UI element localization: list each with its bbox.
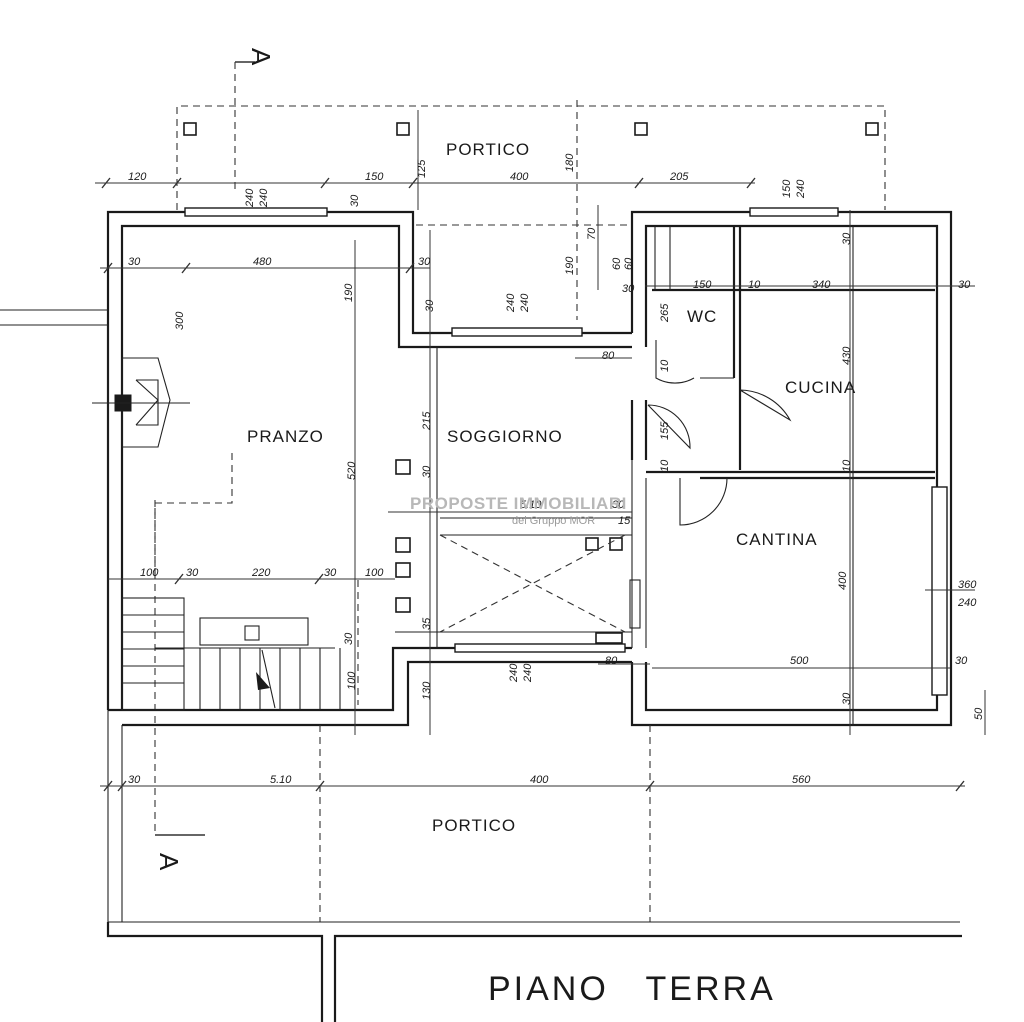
room-wc: WC	[687, 307, 717, 326]
room-soggiorno: SOGGIORNO	[447, 427, 563, 446]
soggiorno-pillars	[395, 459, 623, 644]
dim-100b: 100	[365, 567, 384, 579]
dim-180: 180	[564, 153, 576, 172]
room-cucina: CUCINA	[785, 378, 856, 397]
doors	[647, 340, 792, 526]
room-portico-bottom: PORTICO	[432, 816, 516, 835]
dim-190b: 190	[564, 256, 576, 275]
dim-bottom-560: 560	[792, 774, 811, 786]
dim-500: 500	[790, 655, 809, 667]
dim-510-soggiorno: 5.10	[520, 499, 542, 511]
dim-30-left: 30	[128, 256, 141, 268]
dim-30-cucina: 30	[841, 232, 853, 245]
dim-30h: 30	[324, 567, 337, 579]
dim-240c: 240	[795, 179, 807, 199]
dim-240h: 240	[522, 663, 534, 683]
dim-bottom-30: 30	[128, 774, 141, 786]
dim-125: 125	[416, 159, 428, 178]
dim-30-mid: 30	[418, 256, 431, 268]
room-pranzo: PRANZO	[247, 427, 324, 446]
dim-30m2: 30	[841, 692, 853, 705]
section-line-a	[154, 61, 255, 836]
dim-240e: 240	[519, 293, 531, 313]
dim-10c: 10	[659, 459, 671, 472]
dim-240d: 240	[505, 293, 517, 313]
soggiorno-void	[395, 347, 641, 648]
dim-60: 60	[611, 257, 623, 270]
dim-240b: 240	[258, 188, 270, 208]
dim-130: 130	[421, 681, 433, 700]
dimension-labels: 120 150 400 205 180 125 240 240 30 150 2…	[128, 153, 985, 786]
dim-360: 360	[958, 579, 977, 591]
room-cantina: CANTINA	[736, 530, 818, 549]
dim-10b: 10	[659, 359, 671, 372]
dimension-lines	[95, 110, 986, 792]
dim-80b: 80	[605, 655, 618, 667]
dim-15: 15	[618, 515, 631, 527]
dim-bottom-510: 5.10	[270, 774, 292, 786]
dim-480: 480	[253, 256, 272, 268]
dim-30a: 30	[349, 194, 361, 207]
dim-30j: 30	[343, 632, 355, 645]
dim-190a: 190	[343, 283, 355, 302]
dim-10: 10	[748, 279, 761, 291]
section-mark-top: A	[246, 48, 276, 66]
dim-35: 35	[421, 617, 433, 630]
dim-100a: 100	[140, 567, 159, 579]
fireplace	[92, 357, 190, 448]
dim-150b: 150	[781, 179, 793, 198]
dim-240f: 240	[957, 597, 977, 609]
dim-220: 220	[251, 567, 271, 579]
dim-30-small: 30	[622, 283, 635, 295]
dim-240g: 240	[508, 663, 520, 683]
dim-520: 520	[346, 461, 358, 480]
dim-30-right: 30	[958, 279, 971, 291]
bottom-portico	[106, 725, 962, 1022]
watermark-subtitle: del Gruppo MOR	[512, 515, 595, 527]
dim-155: 155	[659, 421, 671, 440]
dim-30e: 30	[421, 465, 433, 478]
dim-400: 400	[510, 171, 529, 183]
dim-400-cantina: 400	[837, 571, 849, 590]
dim-30f: 30	[612, 499, 625, 511]
dim-30g: 30	[186, 567, 199, 579]
dim-240a: 240	[244, 188, 256, 208]
stairs	[121, 597, 341, 711]
dim-150-wc: 150	[693, 279, 712, 291]
dim-30-k: 30	[424, 299, 436, 312]
top-portico-outline	[176, 100, 886, 320]
dim-215: 215	[421, 411, 433, 431]
exterior-walls	[0, 207, 953, 922]
dim-70: 70	[586, 227, 598, 240]
dim-430: 430	[841, 346, 853, 365]
room-portico-top: PORTICO	[446, 140, 530, 159]
plan-title: PIANO TERRA	[488, 970, 776, 1008]
dim-205: 205	[669, 171, 689, 183]
dim-80: 80	[602, 350, 615, 362]
dim-150: 150	[365, 171, 384, 183]
dim-100c: 100	[346, 671, 358, 690]
watermark-brand: PROPOSTE IMMOBILIARI	[410, 494, 627, 513]
dim-120: 120	[128, 171, 147, 183]
section-mark-bottom: A	[154, 853, 184, 871]
dim-50: 50	[973, 707, 985, 720]
dim-300: 300	[174, 311, 186, 330]
dim-265: 265	[659, 303, 671, 323]
dim-30i: 30	[955, 655, 968, 667]
dim-340: 340	[812, 279, 831, 291]
top-portico-pillars	[183, 122, 879, 136]
dim-60b: 60	[623, 257, 635, 270]
dim-10d: 10	[841, 459, 853, 472]
dim-bottom-400: 400	[530, 774, 549, 786]
pranzo-dashed-lines	[154, 452, 359, 705]
